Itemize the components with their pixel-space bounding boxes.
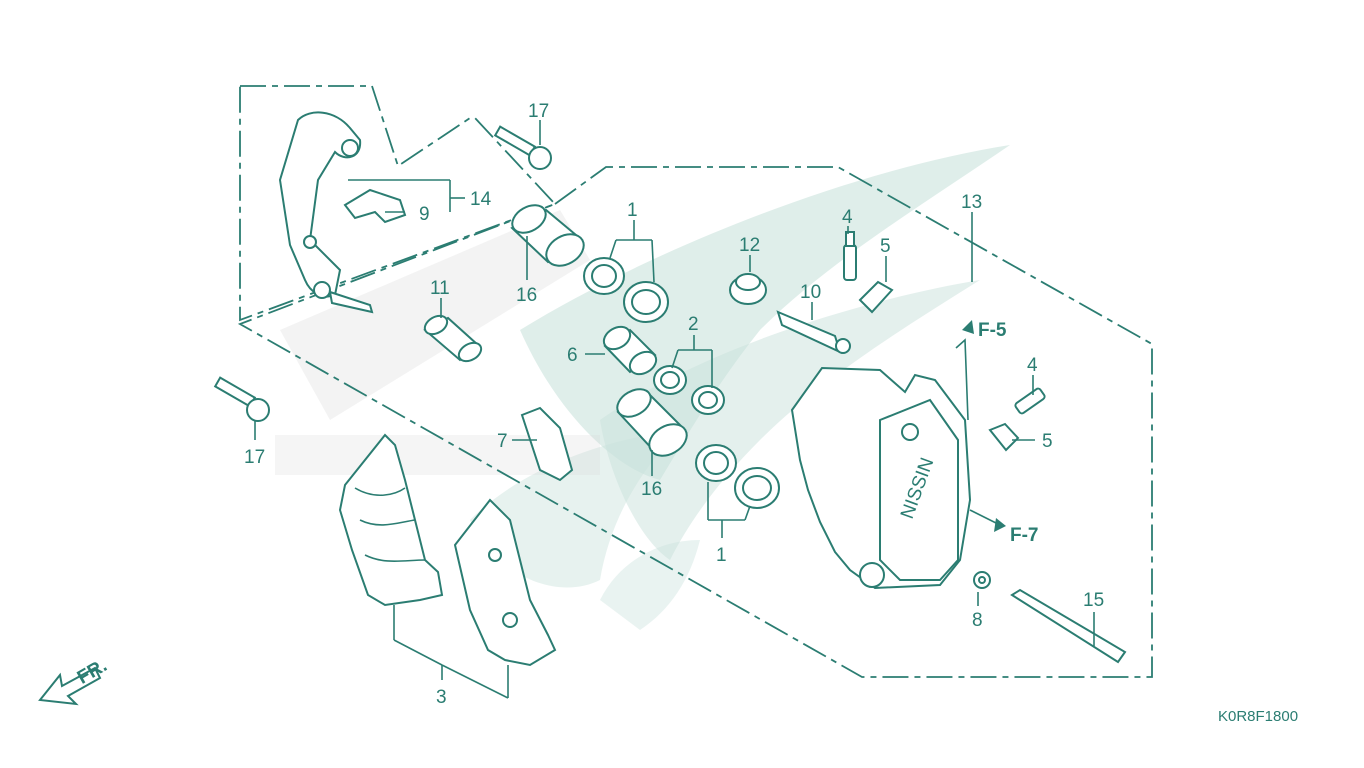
piston-seal-lower — [695, 444, 780, 509]
callout-3: 3 — [436, 687, 447, 708]
bolt-lower — [213, 376, 270, 422]
reference-arrow-f7 — [994, 518, 1006, 532]
front-direction-arrow-icon — [38, 666, 102, 706]
caliper-body: NISSIN — [790, 366, 972, 590]
callout-7: 7 — [497, 431, 508, 452]
bleeder-cap-upper — [858, 280, 894, 314]
bleeder-screw-lower — [1014, 387, 1046, 415]
callout-9: 9 — [419, 204, 430, 225]
callout-17a: 17 — [528, 101, 549, 122]
callout-13: 13 — [961, 192, 982, 213]
callout-1b: 1 — [716, 545, 727, 566]
callout-4b: 4 — [1027, 355, 1038, 376]
slide-pin — [776, 310, 851, 354]
retainer-clip — [343, 188, 407, 224]
reference-label-f5: F-5 — [978, 320, 1007, 341]
pad-pin — [1010, 588, 1127, 664]
bleeder-screw-upper — [843, 231, 857, 281]
piston-seal-upper — [583, 257, 669, 323]
callout-17b: 17 — [244, 447, 265, 468]
watermark-dots — [275, 210, 600, 475]
reference-arrow-f5 — [962, 320, 974, 334]
bolt-upper — [493, 125, 552, 170]
callout-2: 2 — [688, 314, 699, 335]
brake-pad-inner — [453, 498, 557, 667]
slide-pin-boot — [423, 314, 483, 363]
callout-6: 6 — [567, 345, 578, 366]
callout-12: 12 — [739, 235, 760, 256]
callout-11: 11 — [430, 278, 450, 299]
brake-pad-outer — [338, 433, 444, 607]
pad-spring — [520, 406, 574, 482]
piston-large-lower — [616, 388, 688, 457]
leader-lines — [254, 120, 1095, 699]
reference-label-f7: F-7 — [1010, 525, 1039, 546]
bleeder-cap — [729, 273, 767, 305]
assembly-boundary-13 — [237, 166, 1153, 678]
piston-large-upper — [510, 204, 585, 267]
callout-16b: 16 — [641, 479, 662, 500]
washer — [973, 571, 991, 589]
callout-8: 8 — [972, 610, 983, 631]
callout-14: 14 — [470, 189, 492, 210]
assembly-boundary-14 — [239, 85, 557, 322]
callout-10: 10 — [800, 282, 821, 303]
callout-1a: 1 — [627, 200, 638, 221]
callout-16a: 16 — [516, 285, 537, 306]
callout-15: 15 — [1083, 590, 1104, 611]
piston-seal-small — [653, 365, 725, 415]
callout-5a: 5 — [880, 236, 891, 257]
bleeder-cap-lower — [988, 422, 1020, 452]
callout-4a: 4 — [842, 207, 853, 228]
callout-5b: 5 — [1042, 431, 1053, 452]
piston-small — [602, 325, 658, 376]
caliper-bracket — [278, 111, 374, 314]
drawing-code: K0R8F1800 — [1218, 708, 1298, 725]
